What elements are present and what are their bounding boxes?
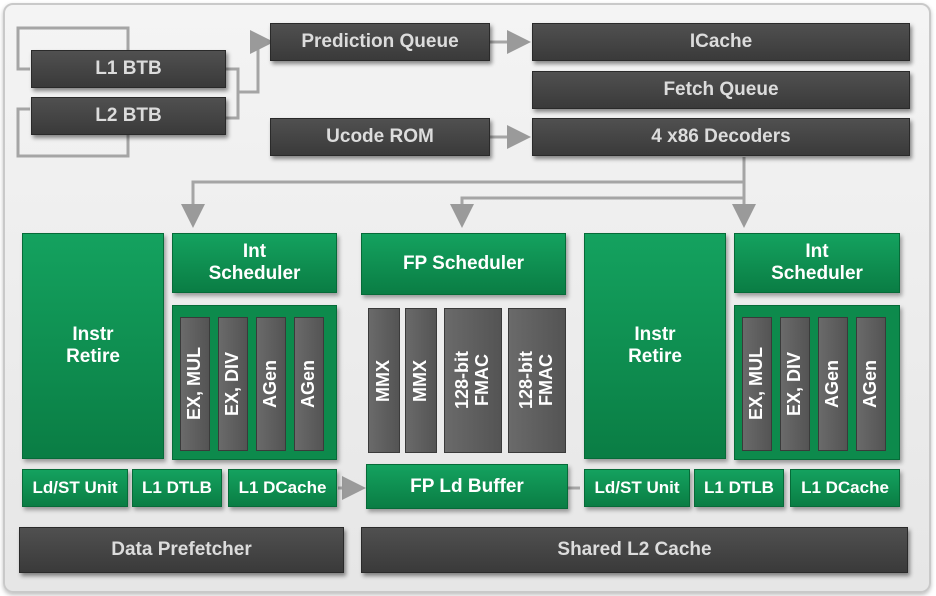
instr-retire-right-label: Instr Retire [628, 324, 682, 367]
fp-ld-buffer-label: FP Ld Buffer [410, 475, 524, 497]
decoder-to-fp-connector [450, 182, 746, 228]
exec-unit-left-1: EX, MUL [180, 317, 210, 451]
exec-unit-right-2: EX, DIV [780, 317, 810, 451]
exec-unit-left-3-label: AGen [260, 359, 281, 408]
fp-unit-3: 128-bit FMAC [444, 308, 502, 453]
fp-unit-4: 128-bit FMAC [508, 308, 566, 453]
instr-retire-right: Instr Retire [584, 233, 726, 459]
fp-scheduler-label: FP Scheduler [402, 253, 525, 275]
icache: ICache [532, 23, 910, 61]
exec-unit-left-4: AGen [294, 317, 324, 451]
fp-unit-2: MMX [405, 308, 437, 453]
fetch-queue-label: Fetch Queue [663, 79, 779, 101]
l2-btb-label: L2 BTB [95, 105, 162, 127]
l1-dtlb-left: L1 DTLB [132, 469, 222, 507]
int-scheduler-left-label: Int Scheduler [208, 241, 301, 284]
instr-retire-left: Instr Retire [22, 233, 164, 459]
exec-unit-left-2-label: EX, DIV [222, 351, 243, 417]
int-scheduler-right: Int Scheduler [734, 233, 900, 293]
btb-loop-bottom [16, 107, 130, 158]
fp-unit-1-label: MMX [373, 359, 394, 402]
l1-dcache-left-label: L1 DCache [238, 478, 327, 498]
l2-btb: L2 BTB [31, 97, 226, 135]
l1-btb: L1 BTB [31, 50, 226, 88]
int-scheduler-right-label: Int Scheduler [771, 241, 863, 284]
ld-st-unit-left: Ld/ST Unit [22, 469, 128, 507]
btb-to-pq-connector [226, 67, 240, 120]
l1-dtlb-left-label: L1 DTLB [142, 478, 212, 498]
btb-loop-connector [16, 26, 130, 71]
int-scheduler-left: Int Scheduler [172, 233, 337, 293]
ld-st-unit-left-label: Ld/ST Unit [32, 478, 118, 498]
exec-unit-right-2-label: EX, DIV [784, 351, 805, 417]
shared-l2-cache-label: Shared L2 Cache [557, 539, 712, 561]
exec-unit-left-1-label: EX, MUL [184, 347, 205, 421]
l1-dcache-right-label: L1 DCache [801, 478, 889, 498]
shared-l2-cache: Shared L2 Cache [361, 527, 908, 573]
exec-unit-right-3: AGen [818, 317, 848, 451]
exec-unit-right-1-label: EX, MUL [746, 347, 767, 421]
instr-retire-left-label: Instr Retire [66, 324, 120, 367]
fp-ld-buffer: FP Ld Buffer [366, 464, 568, 509]
icache-label: ICache [689, 31, 753, 53]
prediction-queue: Prediction Queue [270, 23, 490, 61]
exec-unit-left-2: EX, DIV [218, 317, 248, 451]
decoder-dispatch-connector [181, 157, 746, 228]
exec-unit-left-4-label: AGen [298, 359, 319, 408]
data-prefetcher-label: Data Prefetcher [111, 539, 252, 561]
prediction-queue-label: Prediction Queue [301, 31, 459, 53]
l1-dtlb-right-label: L1 DTLB [704, 478, 774, 498]
fp-unit-4-label: 128-bit FMAC [516, 351, 556, 410]
x86-decoders: 4 x86 Decoders [532, 118, 910, 156]
exec-unit-right-1: EX, MUL [742, 317, 772, 451]
fp-unit-1: MMX [368, 308, 400, 453]
l1-btb-label: L1 BTB [95, 58, 162, 80]
ld-st-unit-right: Ld/ST Unit [584, 469, 690, 507]
l1-dcache-left: L1 DCache [228, 469, 337, 507]
ucode-rom-label: Ucode ROM [326, 126, 434, 148]
fetch-queue: Fetch Queue [532, 71, 910, 109]
l1-dtlb-right: L1 DTLB [694, 469, 784, 507]
btb-merge-connector [238, 30, 274, 94]
fp-unit-3-label: 128-bit FMAC [452, 351, 492, 410]
exec-unit-right-4: AGen [856, 317, 886, 451]
data-prefetcher: Data Prefetcher [19, 527, 344, 573]
exec-unit-right-4-label: AGen [860, 359, 881, 408]
exec-unit-right-3-label: AGen [822, 359, 843, 408]
exec-unit-left-3: AGen [256, 317, 286, 451]
l1-dcache-right: L1 DCache [790, 469, 900, 507]
fp-unit-2-label: MMX [410, 359, 431, 402]
fp-scheduler: FP Scheduler [361, 233, 566, 295]
x86-decoders-label: 4 x86 Decoders [651, 126, 791, 148]
ld-st-unit-right-label: Ld/ST Unit [594, 478, 680, 498]
ucode-rom: Ucode ROM [270, 118, 490, 156]
